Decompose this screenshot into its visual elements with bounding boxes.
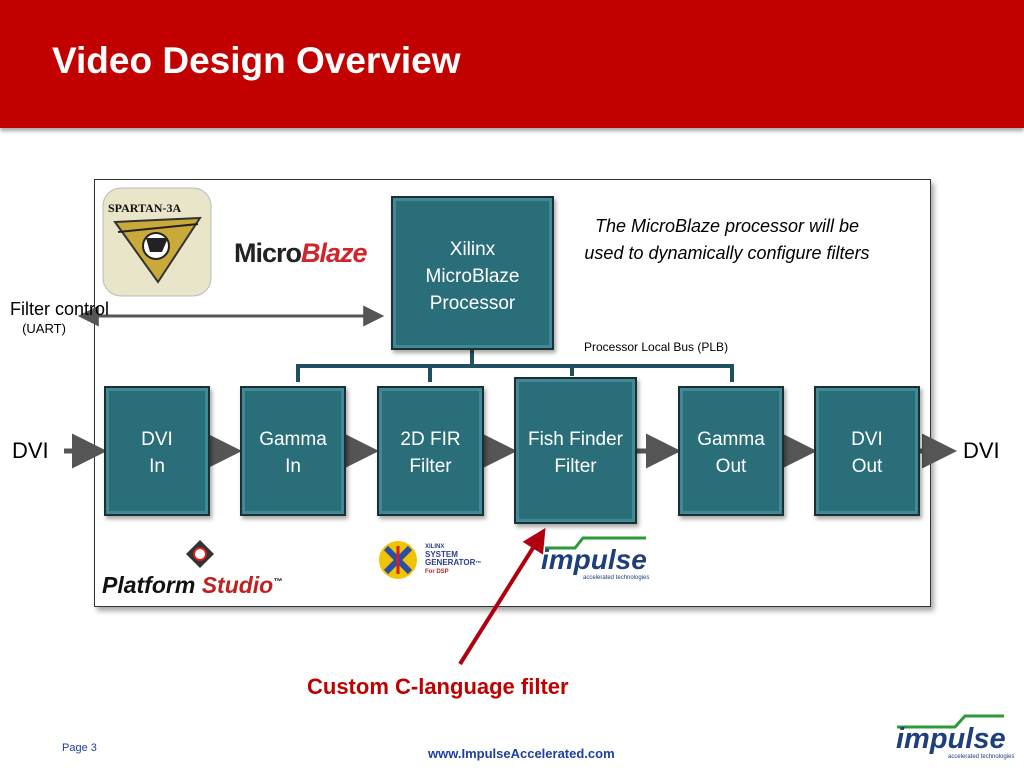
sysgen-generator: GENERATOR	[425, 558, 476, 567]
impulse-logo: impulse accelerated technologies	[541, 544, 650, 582]
processor-note: The MicroBlaze processor will be used to…	[584, 216, 870, 263]
platform-studio-icon	[186, 540, 214, 568]
sysgen-line2: SYSTEM	[425, 550, 458, 559]
microblaze-logo-a: Micro	[234, 238, 302, 268]
block-label: In	[149, 456, 165, 477]
block-label: In	[285, 456, 301, 477]
dvi-input-label: DVI	[12, 438, 49, 463]
spartan-logo	[102, 187, 212, 297]
processor-block: Xilinx MicroBlaze Processor	[391, 196, 554, 350]
impulse-footer-logo: impulse accelerated technologies	[896, 724, 1014, 760]
block-label: Gamma	[697, 429, 765, 450]
impulse-logo-tagline: accelerated technologies	[583, 575, 650, 581]
slide-title: Video Design Overview	[52, 40, 461, 81]
impulse-footer-text: impulse	[896, 723, 1006, 755]
block-2d-fir-filter: 2D FIR Filter	[377, 386, 484, 516]
impulse-logo-text: impulse	[541, 544, 647, 575]
platform-logo-tm: ™	[273, 576, 283, 587]
block-label: Out	[715, 456, 747, 477]
filter-control-label: Filter control (UART)	[10, 298, 109, 338]
platform-studio-logo: Platform Studio™	[102, 572, 282, 599]
block-label: Out	[851, 456, 883, 477]
block-dvi-out: DVI Out	[814, 386, 920, 516]
block-label: 2D FIR	[400, 429, 461, 450]
sysgen-line4: For DSP	[425, 569, 449, 575]
block-label: Fish Finder	[527, 429, 624, 450]
block-label: DVI	[851, 429, 883, 450]
sysgen-tm: ™	[475, 561, 482, 567]
plb-bus	[296, 350, 734, 382]
processor-line1: Xilinx	[449, 239, 496, 260]
uart-label: (UART)	[22, 321, 66, 336]
callout-arrow	[458, 527, 546, 666]
website-link[interactable]: www.ImpulseAccelerated.com	[428, 746, 615, 761]
filter-control-text: Filter control	[10, 299, 110, 319]
system-generator-icon	[379, 541, 417, 579]
block-label: Filter	[409, 456, 452, 477]
impulse-footer-wave	[897, 714, 1004, 729]
impulse-logo-wave	[545, 536, 646, 550]
sysgen-line1: XILINX	[425, 544, 445, 550]
custom-filter-callout: Custom C-language filter	[307, 674, 569, 699]
block-label: Filter	[554, 456, 597, 477]
block-label: Gamma	[259, 429, 327, 450]
microblaze-logo: MicroBlaze	[234, 238, 368, 269]
title-bar	[0, 0, 1024, 128]
system-generator-logo: XILINX SYSTEM GENERATOR™ For DSP	[425, 543, 481, 576]
sysgen-line3: GENERATOR™	[425, 559, 481, 568]
block-label: DVI	[141, 429, 173, 450]
dvi-output-label: DVI	[963, 438, 1000, 463]
microblaze-logo-b: Blaze	[301, 238, 368, 268]
platform-logo-a: Platform	[102, 572, 196, 598]
impulse-footer-tagline: accelerated technologies	[948, 754, 1015, 760]
platform-logo-b: Studio	[201, 572, 274, 598]
processor-line2: MicroBlaze	[425, 266, 520, 287]
spartan-logo-text: SPARTAN-3A	[108, 201, 182, 215]
processor-line3: Processor	[429, 293, 516, 314]
page-number: Page 3	[62, 742, 97, 754]
plb-label: Processor Local Bus (PLB)	[584, 340, 729, 354]
block-dvi-in: DVI In	[104, 386, 210, 516]
